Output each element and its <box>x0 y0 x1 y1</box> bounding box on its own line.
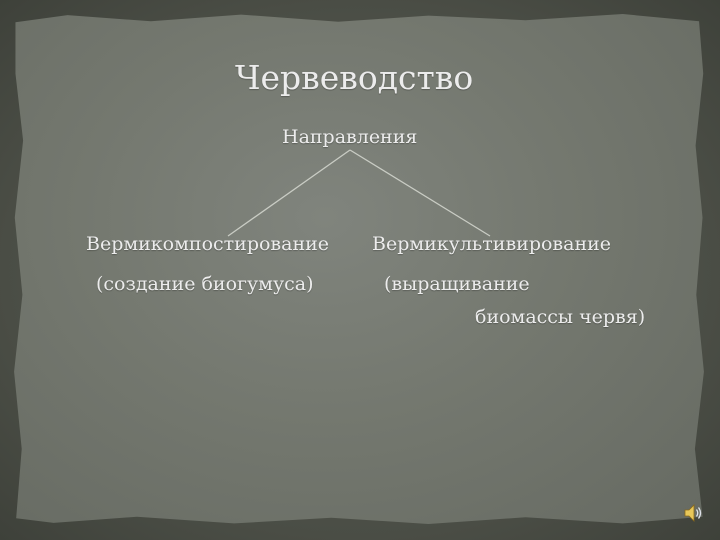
branch-description-right-line1: (выращивание <box>384 273 530 295</box>
slide-subtitle: Направления <box>282 126 418 148</box>
slide-background <box>14 14 704 524</box>
speaker-icon[interactable] <box>682 502 704 528</box>
connector-left <box>227 149 351 237</box>
slide-title: Червеводство <box>235 58 474 97</box>
branch-heading-right: Вермикультивирование <box>372 233 612 255</box>
connector-right <box>349 149 491 237</box>
branch-heading-left: Вермикомпостирование <box>86 233 330 255</box>
branch-description-right-line2: биомассы червя) <box>475 306 646 328</box>
branch-description-left: (создание биогумуса) <box>96 273 314 295</box>
